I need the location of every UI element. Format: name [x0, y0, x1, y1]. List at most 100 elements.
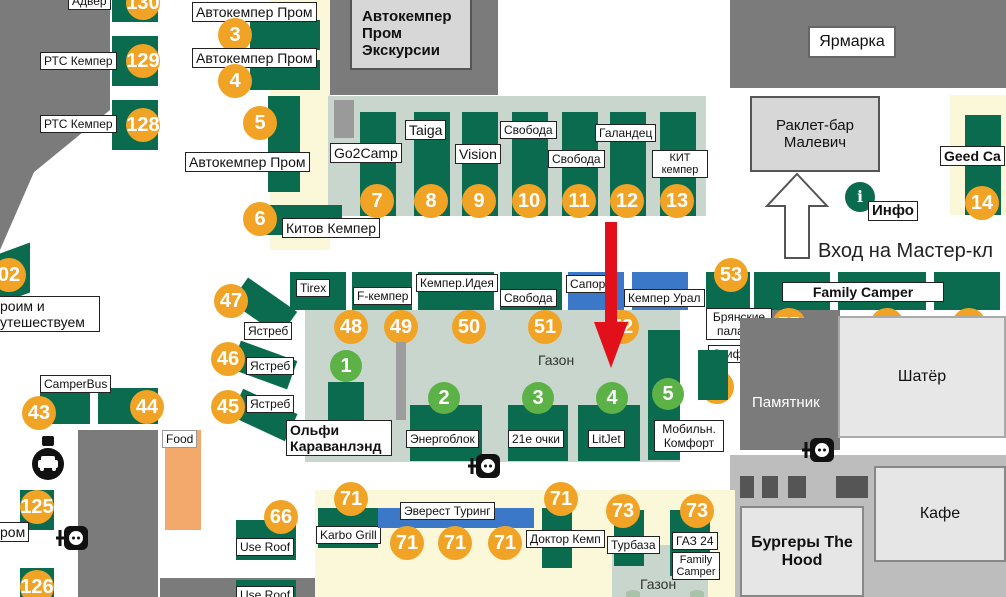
table-4 [836, 476, 868, 498]
label-family-camper: Family Camper [782, 282, 944, 302]
label-food: Food [162, 430, 198, 448]
badge-71e: 71 [544, 482, 578, 516]
label-turbaza: Турбаза [607, 536, 660, 554]
power-socket-icon [468, 454, 500, 478]
booth-skif [698, 350, 728, 400]
badge-10: 10 [512, 184, 546, 218]
label-olfi: Ольфи Караванлэнд [286, 420, 392, 456]
zone-badge-3: 3 [522, 382, 554, 414]
table-2 [762, 476, 778, 498]
label-gaz24: ГАЗ 24 [672, 532, 718, 550]
label-f-kemper: F-кемпер [353, 287, 413, 305]
booth-row-57 [934, 272, 1000, 310]
label-stroim: роим и утешествуем [0, 296, 100, 332]
building-tent: Шатёр [838, 316, 1006, 438]
badge-102: 02 [0, 258, 26, 292]
label-vision: Vision [455, 144, 501, 164]
badge-14: 14 [965, 186, 999, 220]
monument-block [740, 318, 836, 438]
badge-48: 48 [334, 310, 368, 344]
table-3 [788, 476, 806, 498]
label-geed: Geed Ca [940, 146, 1005, 166]
label-litjet: LitJet [588, 430, 625, 448]
zone-badge-1: 1 [330, 350, 362, 382]
badge-129: 129 [126, 44, 160, 78]
badge-11: 11 [562, 184, 596, 218]
badge-4: 4 [218, 64, 252, 98]
badge-7: 7 [360, 184, 394, 218]
zone-badge-5: 5 [652, 378, 684, 410]
badge-8: 8 [414, 184, 448, 218]
label-lawn-main: Газон [538, 352, 575, 368]
badge-71a: 71 [334, 482, 368, 516]
label-rom: ром [0, 522, 30, 542]
badge-43: 43 [22, 396, 56, 430]
label-lawn-bottom: Газон [640, 576, 677, 592]
label-camperbus: CamperBus [40, 375, 112, 393]
label-use-roof-66: Use Roof [236, 538, 295, 556]
label-avtokemper-5: Автокемпер Пром [185, 152, 310, 172]
label-yastreb-47: Ястреб [244, 322, 293, 340]
badge-125: 125 [20, 490, 54, 524]
badge-126: 126 [20, 570, 54, 597]
label-avtokemper-3: Автокемпер Пром [192, 2, 317, 22]
label-karbo: Karbo Grill [316, 526, 381, 544]
info-icon: i [856, 187, 864, 206]
label-kitov: Китов Кемпер [282, 218, 381, 238]
badge-130: 130 [126, 0, 160, 20]
label-go2camp: Go2Camp [330, 143, 402, 163]
lawn-path [396, 342, 406, 420]
lawn-dot-2 [690, 590, 704, 597]
label-top-cut: Адвер [68, 0, 111, 10]
badge-5: 5 [243, 106, 277, 140]
label-doctor: Доктор Кемп [526, 530, 605, 548]
badge-3: 3 [218, 18, 252, 52]
badge-51: 51 [528, 310, 562, 344]
road-bottom-left [78, 430, 158, 597]
badge-47: 47 [214, 284, 248, 318]
badge-46: 46 [211, 342, 245, 376]
badge-6: 6 [243, 202, 277, 236]
booth-5 [268, 96, 300, 192]
badge-71d: 71 [488, 526, 522, 560]
badge-45: 45 [211, 390, 245, 424]
label-use-roof-2: Use Roof [236, 586, 295, 597]
badge-13: 13 [660, 184, 694, 218]
label-yastreb-45: Ястреб [246, 395, 295, 413]
badge-71b: 71 [390, 526, 424, 560]
label-galandets: Галандец [595, 124, 657, 142]
badge-44: 44 [130, 390, 164, 424]
building-avtokemper-tours: Автокемпер Пром Экскурсии [350, 0, 472, 70]
badge-73b: 73 [680, 494, 714, 528]
table-1 [740, 476, 754, 498]
label-yastreb-46: Ястреб [246, 357, 295, 375]
building-cafe: Кафе [874, 466, 1006, 562]
label-svoboda-10: Свобода [500, 121, 557, 139]
label-svoboda-51: Свобода [500, 289, 557, 307]
entrance-arrow-icon [765, 172, 829, 259]
label-everest: Эверест Туринг [400, 502, 495, 520]
booth-3 [250, 20, 320, 50]
label-info: Инфо [868, 201, 918, 221]
label-kit-kemper: КИТ кемпер [652, 150, 708, 178]
zone-badge-4: 4 [596, 382, 628, 414]
building-fair: Ярмарка [808, 26, 896, 58]
label-tirex: Tirex [296, 279, 331, 297]
power-socket-icon [56, 526, 88, 550]
building-burgers: Бургеры The Hood [740, 506, 864, 597]
label-taiga: Taiga [405, 120, 447, 140]
badge-50: 50 [452, 310, 486, 344]
badge-9: 9 [462, 184, 496, 218]
building-raklet-bar: Раклет-бар Малевич [750, 96, 880, 172]
label-family-camper-small: Family Camper [672, 552, 720, 580]
label-rts-128: РТС Кемпер [40, 115, 117, 133]
badge-12: 12 [610, 184, 644, 218]
label-ochki: 21е очки [508, 430, 564, 448]
label-mobil: Мобильн. Комфорт [654, 420, 724, 452]
power-socket-icon [802, 438, 834, 462]
badge-49: 49 [384, 310, 418, 344]
badge-128: 128 [126, 108, 160, 142]
zone-badge-2: 2 [428, 382, 460, 414]
label-monument: Памятник [752, 394, 820, 411]
